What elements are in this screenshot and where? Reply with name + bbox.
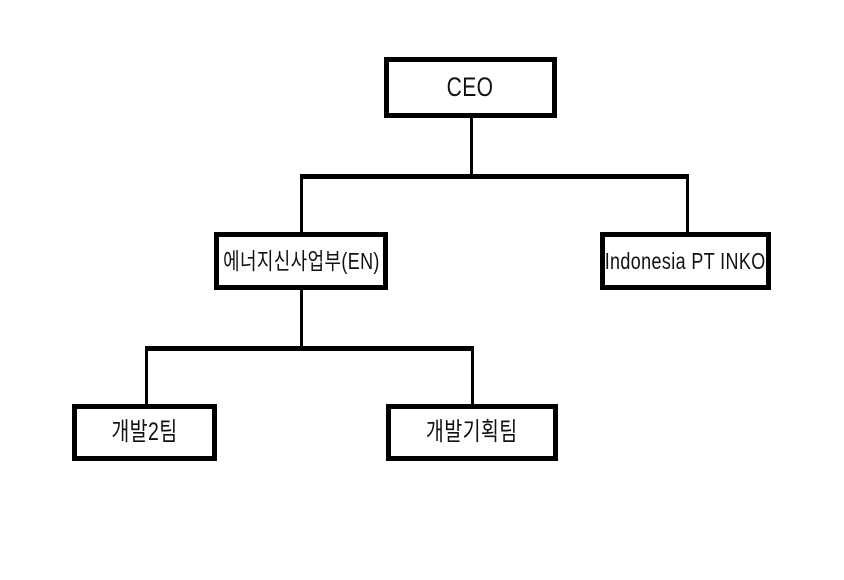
org-node-energy[interactable]: 에너지신사업부(EN) [214,232,388,290]
org-node-team2-label: 개발2팀 [111,418,178,446]
org-node-indonesia-label: Indonesia PT INKO [605,247,766,274]
org-node-ceo[interactable]: CEO [384,57,557,118]
org-node-team2[interactable]: 개발2팀 [72,404,217,461]
connector-drop-indonesia [686,176,689,234]
connector-ceo-stem [470,118,473,177]
org-node-indonesia[interactable]: Indonesia PT INKO [600,232,771,290]
connector-bus-level2 [300,174,689,179]
org-node-ceo-label: CEO [447,72,494,102]
org-node-planning[interactable]: 개발기획팀 [386,404,558,461]
org-node-planning-label: 개발기획팀 [426,418,518,446]
connector-energy-stem [300,290,303,348]
connector-bus-level3 [145,346,474,351]
connector-drop-team2 [145,348,148,406]
org-node-energy-label: 에너지신사업부(EN) [222,247,380,274]
connector-drop-planning [471,348,474,406]
connector-drop-energy [300,176,303,234]
